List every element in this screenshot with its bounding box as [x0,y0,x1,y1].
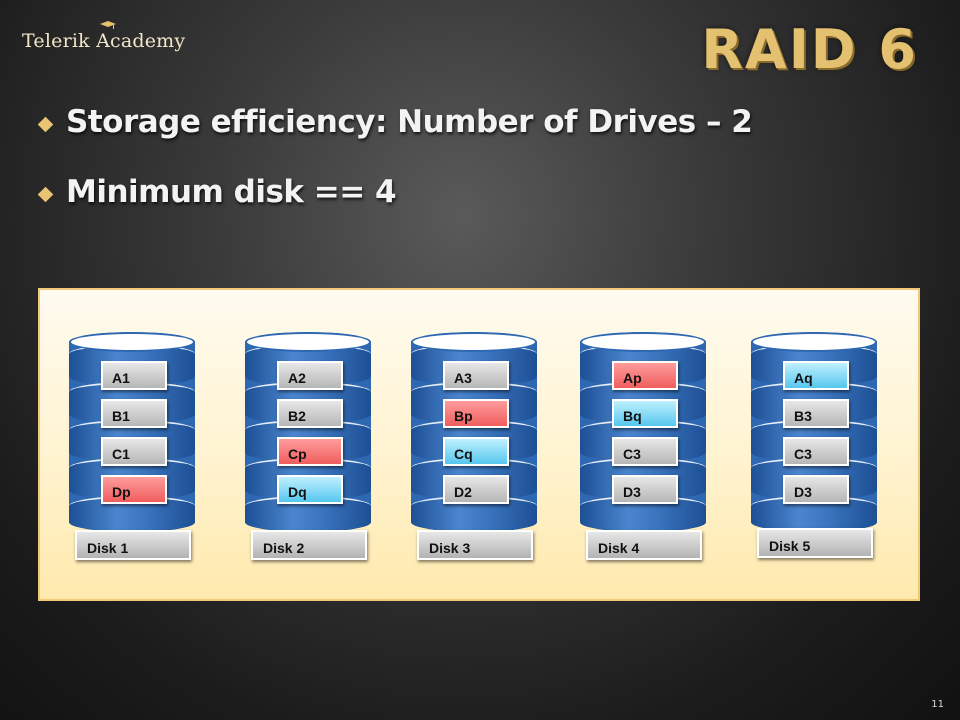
bullet-item: Storage efficiency: Number of Drives – 2 [36,104,753,174]
disk-label: Disk 2 [251,530,367,560]
bullet-text: Storage efficiency: Number of Drives – 2 [66,104,753,140]
stripe-block-b2: B2 [277,399,343,428]
logo: Telerik Academy [22,21,186,52]
stripe-block-cq: Cq [443,437,509,466]
stripe-block-a1: A1 [101,361,167,390]
stripe-block-d3: D3 [783,475,849,504]
stripe-block-ap: Ap [612,361,678,390]
stripe-block-c3: C3 [783,437,849,466]
stripe-block-dq: Dq [277,475,343,504]
disk-label: Disk 3 [417,530,533,560]
graduation-cap-icon [100,21,116,29]
disk-top-cap [751,332,877,352]
stripe-block-cp: Cp [277,437,343,466]
stripe-block-b3: B3 [783,399,849,428]
stripe-block-aq: Aq [783,361,849,390]
bullet-list: Storage efficiency: Number of Drives – 2… [36,104,753,244]
bullet-text: Minimum disk == 4 [66,174,397,210]
disk-top-cap [411,332,537,352]
stripe-block-d3: D3 [612,475,678,504]
stripe-block-bp: Bp [443,399,509,428]
disk-top-cap [580,332,706,352]
stripe-block-dp: Dp [101,475,167,504]
stripe-block-c3: C3 [612,437,678,466]
diamond-bullet-icon [37,186,54,203]
stripe-block-c1: C1 [101,437,167,466]
stripe-block-a2: A2 [277,361,343,390]
diamond-bullet-icon [37,116,54,133]
stripe-block-a3: A3 [443,361,509,390]
disk-top-cap [69,332,195,352]
stripe-block-d2: D2 [443,475,509,504]
disk-label: Disk 1 [75,530,191,560]
slide-title: RAID 6 [701,18,918,81]
disk-label: Disk 4 [586,530,702,560]
disk-top-cap [245,332,371,352]
logo-text: Telerik Academy [22,30,186,52]
page-number: 11 [931,699,944,710]
stripe-block-b1: B1 [101,399,167,428]
stripe-block-bq: Bq [612,399,678,428]
disk-label: Disk 5 [757,528,873,558]
bullet-item: Minimum disk == 4 [36,174,752,244]
